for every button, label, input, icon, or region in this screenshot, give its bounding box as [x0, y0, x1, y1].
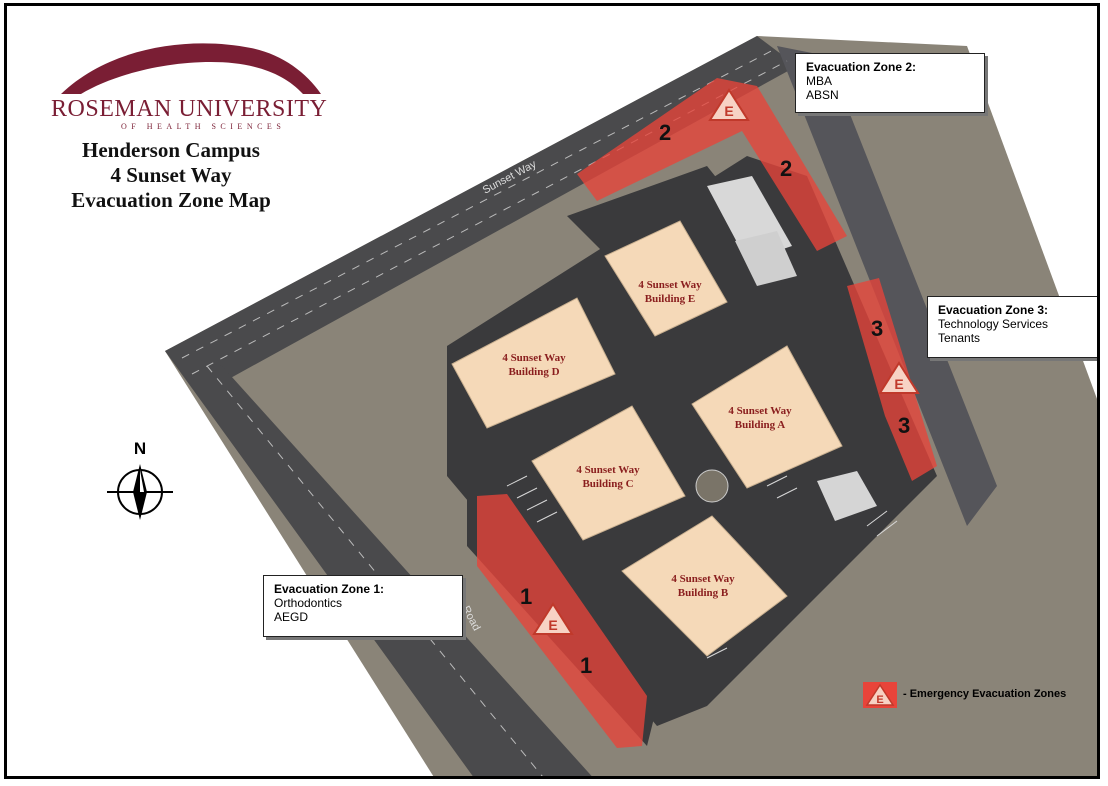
marker-letter: E: [876, 694, 883, 706]
building-label-line1: 4 Sunset Way: [576, 464, 640, 476]
sunset-way-road: [165, 36, 797, 391]
evacuation-marker-icon: E: [863, 682, 897, 708]
building-label-line1: 4 Sunset Way: [728, 405, 792, 417]
evacuation-marker-icon: E: [708, 88, 750, 121]
zone-dept: Technology Services: [938, 317, 1049, 331]
zone-title: Evacuation Zone 2:: [806, 60, 917, 74]
zone-number: 3: [898, 413, 910, 438]
map-legend: E - Emergency Evacuation Zones: [863, 682, 1066, 708]
building-e: [604, 220, 728, 337]
evacuation-marker-icon: E: [878, 361, 920, 394]
title-line-1: Henderson Campus: [82, 138, 260, 162]
building-d: [451, 297, 616, 429]
evacuation-marker-icon: E: [532, 602, 574, 635]
zone-dept: AEGD: [274, 610, 309, 624]
building-a: [691, 345, 843, 489]
title-line-2: 4 Sunset Way: [110, 163, 232, 187]
marker-letter: E: [894, 376, 903, 392]
zone-1-info-box: Evacuation Zone 1: Orthodontics AEGD: [263, 575, 463, 637]
zone-3-info-box: Evacuation Zone 3: Technology Services T…: [927, 296, 1097, 358]
title-line-3: Evacuation Zone Map: [71, 188, 271, 212]
building-label-line2: Building A: [735, 419, 786, 431]
logo-subtitle: OF HEALTH SCIENCES: [121, 122, 286, 131]
university-logo: ROSEMAN UNIVERSITY OF HEALTH SCIENCES: [51, 36, 331, 132]
evac-zone-2-area: [577, 78, 847, 251]
map-title: Henderson Campus 4 Sunset Way Evacuation…: [41, 138, 301, 213]
east-road: [777, 46, 997, 526]
zone-2-info-box: Evacuation Zone 2: MBA ABSN: [795, 53, 985, 113]
building-label-line1: 4 Sunset Way: [638, 279, 702, 291]
building-label-line2: Building B: [678, 587, 729, 599]
marker-letter: E: [548, 617, 557, 633]
building-label-line2: Building E: [645, 293, 695, 305]
logo-name: ROSEMAN UNIVERSITY: [51, 96, 328, 122]
map-frame: 4 Sunset Way Building E 4 Sunset Way Bui…: [4, 3, 1100, 779]
zone-number: 3: [871, 316, 883, 341]
legend-label: - Emergency Evacuation Zones: [903, 688, 1067, 700]
zone-dept: ABSN: [806, 88, 839, 102]
zone-number: 1: [580, 653, 592, 678]
building-label-line1: 4 Sunset Way: [502, 352, 566, 364]
marker-letter: E: [724, 103, 733, 119]
building-label-line2: Building C: [582, 478, 633, 490]
carport: [817, 471, 877, 521]
logo-arch-icon: [61, 43, 321, 94]
zone-dept: Orthodontics: [274, 596, 343, 610]
zone-number: 2: [659, 120, 671, 145]
north-label: N: [134, 439, 146, 458]
zone-title: Evacuation Zone 3:: [938, 303, 1049, 317]
south-road: [165, 351, 592, 776]
zone-title: Evacuation Zone 1:: [274, 582, 385, 596]
building-label-line1: 4 Sunset Way: [671, 573, 735, 585]
building-label-line2: Building D: [508, 366, 559, 378]
zone-number: 2: [780, 156, 792, 181]
courtyard-plaza: [695, 469, 729, 503]
building-b: [621, 515, 788, 657]
zone-dept: MBA: [806, 74, 833, 88]
compass-icon: [107, 464, 173, 520]
zone-number: 1: [520, 584, 532, 609]
zone-dept: Tenants: [938, 331, 981, 345]
carport: [735, 231, 797, 286]
campus-parking: [447, 156, 937, 726]
building-c: [531, 405, 686, 541]
